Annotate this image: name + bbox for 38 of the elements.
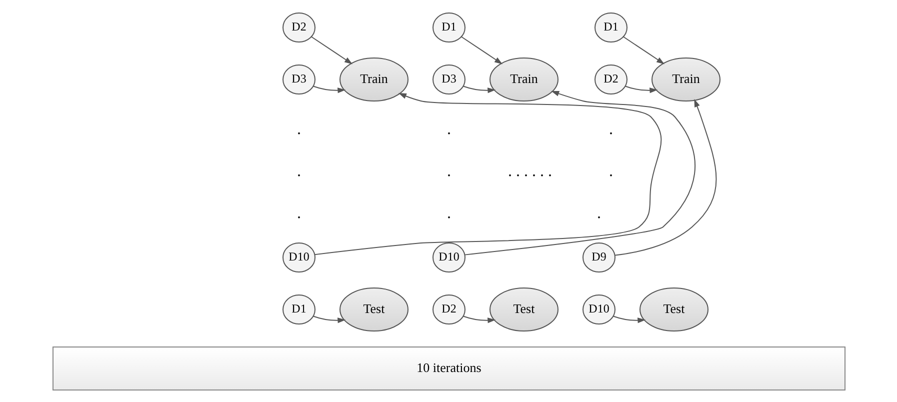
label: . — [608, 120, 612, 138]
node-circle: D1 — [282, 294, 315, 324]
label: . . . . . . — [508, 162, 552, 180]
node-circle: D2 — [432, 294, 465, 324]
arrow — [462, 315, 496, 323]
arrow — [464, 90, 696, 255]
node-circle: D1 — [432, 12, 465, 42]
node-ellipse: Test — [339, 287, 408, 331]
label: . — [296, 120, 300, 138]
arrow — [462, 85, 496, 93]
node-circle: D3 — [282, 64, 315, 94]
arrow — [310, 36, 352, 64]
node-circle: D10 — [282, 242, 315, 272]
arrow — [460, 36, 502, 64]
label: . — [608, 162, 612, 180]
node-circle: D1 — [594, 12, 627, 42]
label: . — [296, 162, 300, 180]
label: . — [446, 120, 450, 138]
node-box: 10 iterations — [52, 346, 845, 390]
node-circle: D10 — [582, 294, 615, 324]
node-ellipse: Test — [489, 287, 558, 331]
label: . — [596, 204, 600, 222]
arrow — [312, 85, 346, 93]
label: . — [446, 162, 450, 180]
node-circle: D9 — [582, 242, 615, 272]
arrow — [624, 85, 658, 93]
node-circle: D2 — [282, 12, 315, 42]
label: . — [296, 204, 300, 222]
label: . — [446, 204, 450, 222]
node-circle: D2 — [594, 64, 627, 94]
node-ellipse: Test — [639, 287, 708, 331]
arrow — [622, 36, 664, 64]
node-circle: D3 — [432, 64, 465, 94]
arrow — [612, 315, 646, 323]
node-circle: D10 — [432, 242, 465, 272]
arrow — [312, 315, 346, 323]
arrow — [614, 98, 716, 256]
arrow — [314, 92, 662, 255]
